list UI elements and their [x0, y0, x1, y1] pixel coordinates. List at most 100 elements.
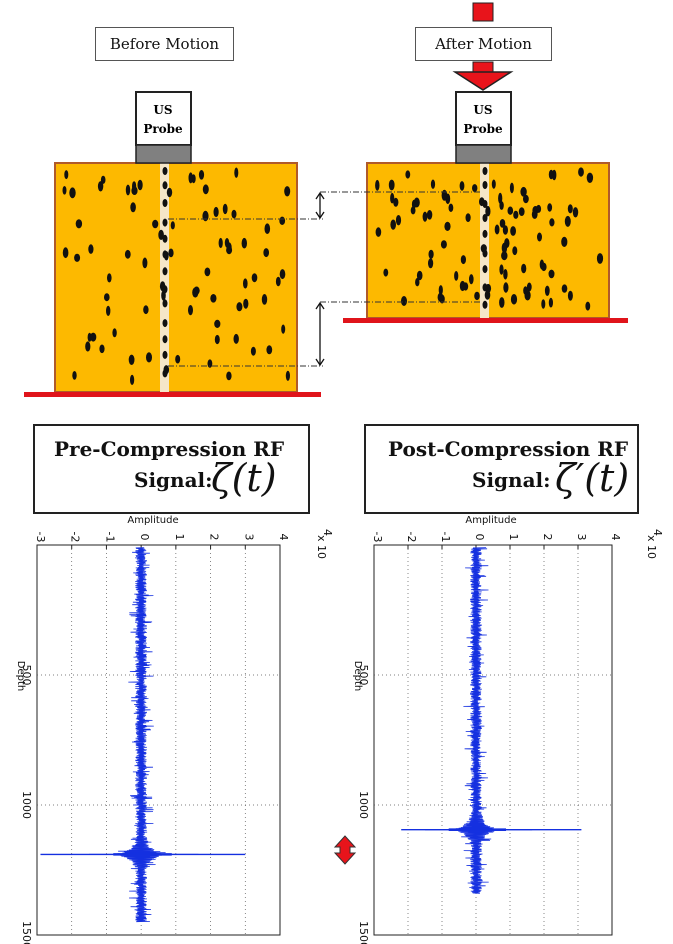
- scatterers-after: [375, 167, 604, 311]
- scatterer-dot: [499, 201, 504, 210]
- scatterer-dot: [469, 274, 474, 285]
- scatterer-dot: [393, 197, 399, 207]
- depth-tick-label: 1000: [20, 791, 33, 819]
- scatterer-dot: [482, 249, 488, 258]
- scatterer-dot: [544, 285, 550, 296]
- scatterer-dot: [214, 319, 221, 328]
- pre-compression-box: Pre-Compression RF Signal: ζ(t): [33, 424, 310, 514]
- scatterer-dot: [520, 186, 527, 197]
- scatterer-dot: [152, 219, 159, 229]
- scatterer-dot: [158, 229, 164, 240]
- scatterer-dot: [275, 276, 281, 287]
- scatterer-dot: [437, 292, 444, 302]
- scatterer-dot: [162, 218, 168, 227]
- scatterer-dot: [266, 345, 273, 355]
- scatterer-dot: [482, 300, 488, 309]
- scatterer-dot: [474, 291, 480, 301]
- scatterer-dot: [100, 175, 106, 184]
- scatterer-dot: [585, 301, 591, 311]
- scatterer-dot: [459, 280, 466, 292]
- scatterer-dot: [263, 248, 270, 258]
- scatterer-dot: [416, 270, 423, 281]
- scatterer-dot: [548, 169, 554, 180]
- scatterer-dot: [192, 287, 199, 298]
- scatterer-dot: [459, 181, 465, 191]
- scatterer-dot: [75, 219, 83, 229]
- scatterer-dot: [401, 296, 407, 306]
- scatterer-dot: [166, 187, 173, 198]
- scatterer-dot: [482, 200, 488, 208]
- probe-label-us: US: [473, 103, 492, 117]
- scatterers-before: [62, 167, 291, 385]
- scatterer-dot: [124, 249, 131, 259]
- scatterer-dot: [188, 172, 193, 184]
- scatterer-dot: [130, 374, 135, 385]
- scatterer-dot: [130, 202, 136, 213]
- scatterer-dot: [261, 294, 268, 305]
- scatterer-dot: [202, 184, 209, 195]
- scatterer-dot: [202, 210, 209, 222]
- amplitude-tick-label: -3: [34, 532, 47, 543]
- beam-line-before: [160, 163, 169, 392]
- scatterer-dot: [112, 328, 117, 338]
- scatterer-dot: [162, 234, 168, 243]
- scatterer-dot: [502, 225, 508, 235]
- scatterer-dot: [395, 215, 402, 226]
- scatterer-dot: [482, 214, 488, 222]
- scatterer-dot: [498, 192, 503, 204]
- scatterer-dot: [243, 278, 248, 289]
- amplitude-tick-label: 1: [173, 534, 186, 541]
- scatterer-dot: [482, 181, 488, 189]
- scatterer-dot: [234, 167, 239, 178]
- scatterer-dot: [243, 298, 249, 309]
- scatterer-dot: [162, 181, 168, 190]
- scatterer-dot: [375, 179, 380, 191]
- scatterer-dot: [441, 189, 448, 201]
- scatterer-dot: [162, 285, 168, 294]
- scatterer-dot: [390, 192, 395, 204]
- shift-arrow-icon: [333, 835, 357, 865]
- scatterer-dot: [430, 179, 436, 189]
- scatterer-dot: [104, 293, 110, 302]
- scatterer-dot: [128, 354, 135, 365]
- scatterer-dot: [572, 207, 579, 218]
- scatterer-dot: [99, 344, 105, 354]
- scatterer-dot: [226, 242, 232, 253]
- amplitude-tick-label: -3: [371, 532, 384, 543]
- post-compression-sub: Signal:: [472, 468, 551, 492]
- scatterer-dot: [428, 249, 434, 259]
- scatterer-dot: [503, 269, 508, 280]
- scatterer-dot: [106, 305, 111, 316]
- scatterer-dot: [507, 206, 514, 215]
- probe-label-us: US: [153, 103, 172, 117]
- scatterer-dot: [231, 209, 237, 219]
- scatterer-dot: [503, 282, 509, 293]
- scatterer-dot: [383, 268, 389, 277]
- scatterer-dot: [279, 216, 286, 225]
- depth-tick-label: 1000: [357, 791, 370, 819]
- scatterer-dot: [454, 271, 459, 281]
- scatterer-dot: [162, 299, 168, 308]
- scatterer-dot: [523, 194, 529, 204]
- scatterer-dot: [513, 210, 519, 219]
- amplitude-axis-label: Amplitude: [127, 515, 178, 526]
- amplitude-tick-label: -2: [69, 532, 82, 543]
- rf-signal-trace: [454, 547, 502, 894]
- scatterer-dot: [233, 333, 239, 344]
- scatterer-dot: [162, 250, 168, 259]
- scatterer-dot: [207, 359, 213, 368]
- scatterer-dot: [143, 305, 149, 315]
- probe-label-probe: Probe: [463, 122, 503, 136]
- scatterer-dot: [578, 167, 584, 177]
- scale-note: x 10: [315, 535, 328, 559]
- scatterer-dot: [428, 258, 434, 269]
- scatterer-dot: [523, 286, 528, 295]
- scatterer-dot: [162, 167, 168, 175]
- scatterer-dot: [281, 324, 286, 334]
- scatterer-dot: [521, 263, 527, 274]
- scatterer-dot: [69, 187, 76, 199]
- scatterer-dot: [210, 294, 217, 303]
- scatterer-dot: [526, 282, 532, 292]
- scatterer-dot: [222, 203, 228, 215]
- post-compression-symbol: ζ′(t): [555, 456, 630, 500]
